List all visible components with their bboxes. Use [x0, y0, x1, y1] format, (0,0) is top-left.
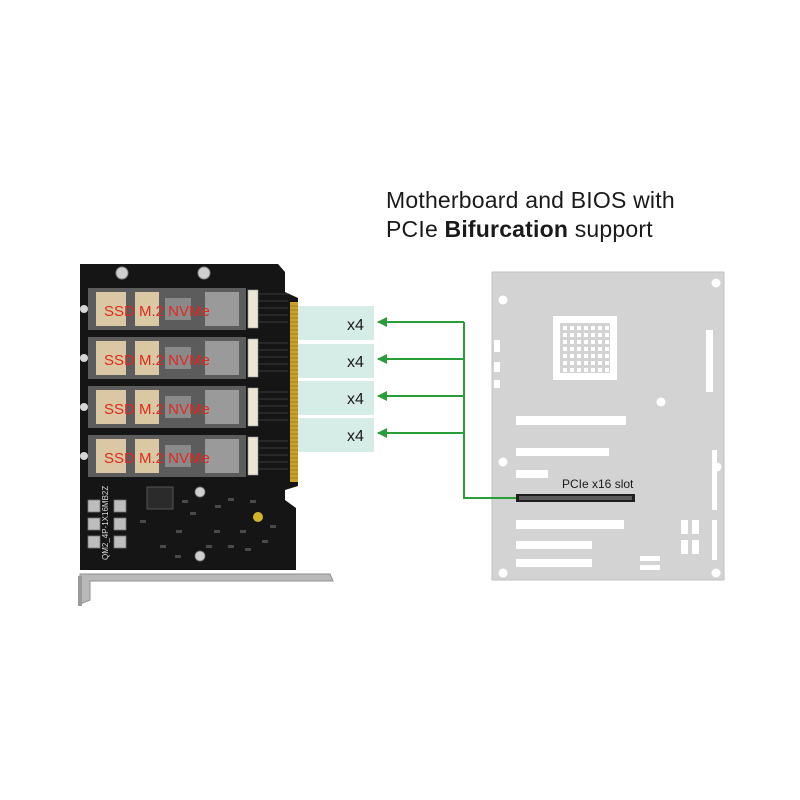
- ssd-pad: [135, 341, 159, 375]
- power-terminals: [87, 499, 127, 549]
- lane-label-1: x4: [347, 317, 364, 334]
- ssd-pad: [96, 439, 126, 473]
- smd-component: [250, 500, 256, 503]
- lane-label-4: x4: [347, 428, 364, 445]
- ssd-slot-label: SSD M.2 NVMe: [104, 352, 210, 369]
- card-gold-fingers: [290, 302, 298, 482]
- bifurcation-connectors: [377, 317, 516, 499]
- smd-component: [215, 505, 221, 508]
- smd-component: [228, 498, 234, 501]
- expansion-slots: [516, 416, 626, 567]
- smd-component: [182, 500, 188, 503]
- smd-component: [270, 525, 276, 528]
- lane-label-2: x4: [347, 354, 364, 371]
- lane-band: [298, 344, 374, 378]
- ssd-pad: [96, 292, 126, 326]
- ssd-pad: [96, 341, 126, 375]
- ssd-slot-4: SSD M.2 NVMe: [80, 435, 288, 477]
- smd-component: [190, 512, 196, 515]
- smd-component: [245, 548, 251, 551]
- ssd-component: [205, 439, 239, 473]
- card-bracket: [79, 573, 334, 605]
- controller-chip: [146, 486, 174, 510]
- smd-component: [206, 545, 212, 548]
- ssd-component: [165, 445, 191, 467]
- smd-component: [228, 545, 234, 548]
- ssd-slot-2: SSD M.2 NVMe: [80, 337, 288, 379]
- card-chip-label: QM2_4P-1X16MB2Z: [101, 486, 110, 560]
- motherboard: PCIe x16 slot: [491, 271, 725, 581]
- heading: Motherboard and BIOS with PCIe Bifurcati…: [386, 186, 675, 244]
- ssd-component: [205, 341, 239, 375]
- ssd-component: [205, 292, 239, 326]
- m2-connector: [247, 436, 259, 476]
- led-indicators: [194, 486, 263, 562]
- motherboard-components: [640, 450, 717, 570]
- ssd-pad: [135, 292, 159, 326]
- connector-trunk: [463, 322, 516, 499]
- motherboard-io-ports: [494, 340, 500, 388]
- lane-band: [298, 381, 374, 415]
- ssd-component: [165, 396, 191, 418]
- ssd-slot-3: SSD M.2 NVMe: [80, 386, 288, 428]
- heading-line-1: Motherboard and BIOS with: [386, 187, 675, 213]
- lane-labels: x4 x4 x4 x4: [347, 317, 364, 445]
- heading-line-2: PCIe Bifurcation support: [386, 215, 675, 244]
- ssd-pad: [135, 439, 159, 473]
- card-top-screws: [115, 266, 211, 280]
- lane-bands: [298, 306, 374, 452]
- card-lower-circuitry: QM2_4P-1X16MB2Z: [87, 486, 276, 562]
- heading-line-2-suffix: support: [568, 216, 653, 242]
- ssd-screw: [80, 403, 88, 411]
- card-bracket-tab: [78, 576, 82, 606]
- lane-band: [298, 306, 374, 340]
- m2-connector: [247, 338, 259, 378]
- m2-connector: [247, 387, 259, 427]
- heading-line-2-bold: Bifurcation: [444, 216, 569, 242]
- ssd-slot-label: SSD M.2 NVMe: [104, 303, 210, 320]
- smd-component: [175, 555, 181, 558]
- ssd-component: [165, 347, 191, 369]
- lane-label-3: x4: [347, 391, 364, 408]
- smd-component: [262, 540, 268, 543]
- lane-band: [298, 418, 374, 452]
- heading-line-2-prefix: PCIe: [386, 216, 445, 242]
- smd-component: [214, 530, 220, 533]
- ssd-component: [165, 298, 191, 320]
- ssd-slot-label: SSD M.2 NVMe: [104, 450, 210, 467]
- ssd-component: [205, 390, 239, 424]
- smd-component: [240, 530, 246, 533]
- ssd-pad: [96, 390, 126, 424]
- m2-connector: [247, 289, 259, 329]
- smd-component: [160, 545, 166, 548]
- ssd-slot-label: SSD M.2 NVMe: [104, 401, 210, 418]
- ssd-screw: [80, 305, 88, 313]
- ram-slot: [706, 330, 713, 392]
- ssd-screw: [80, 354, 88, 362]
- motherboard-outline: [491, 271, 725, 581]
- ssd-pad: [135, 390, 159, 424]
- pcie-x16-slot-inner: [519, 496, 632, 500]
- ssd-slot-1: SSD M.2 NVMe: [80, 288, 288, 330]
- ssd-screw: [80, 452, 88, 460]
- cpu-socket: [553, 316, 617, 380]
- pcie-slot-label: PCIe x16 slot: [562, 477, 634, 491]
- smd-component: [176, 530, 182, 533]
- smd-component: [140, 520, 146, 523]
